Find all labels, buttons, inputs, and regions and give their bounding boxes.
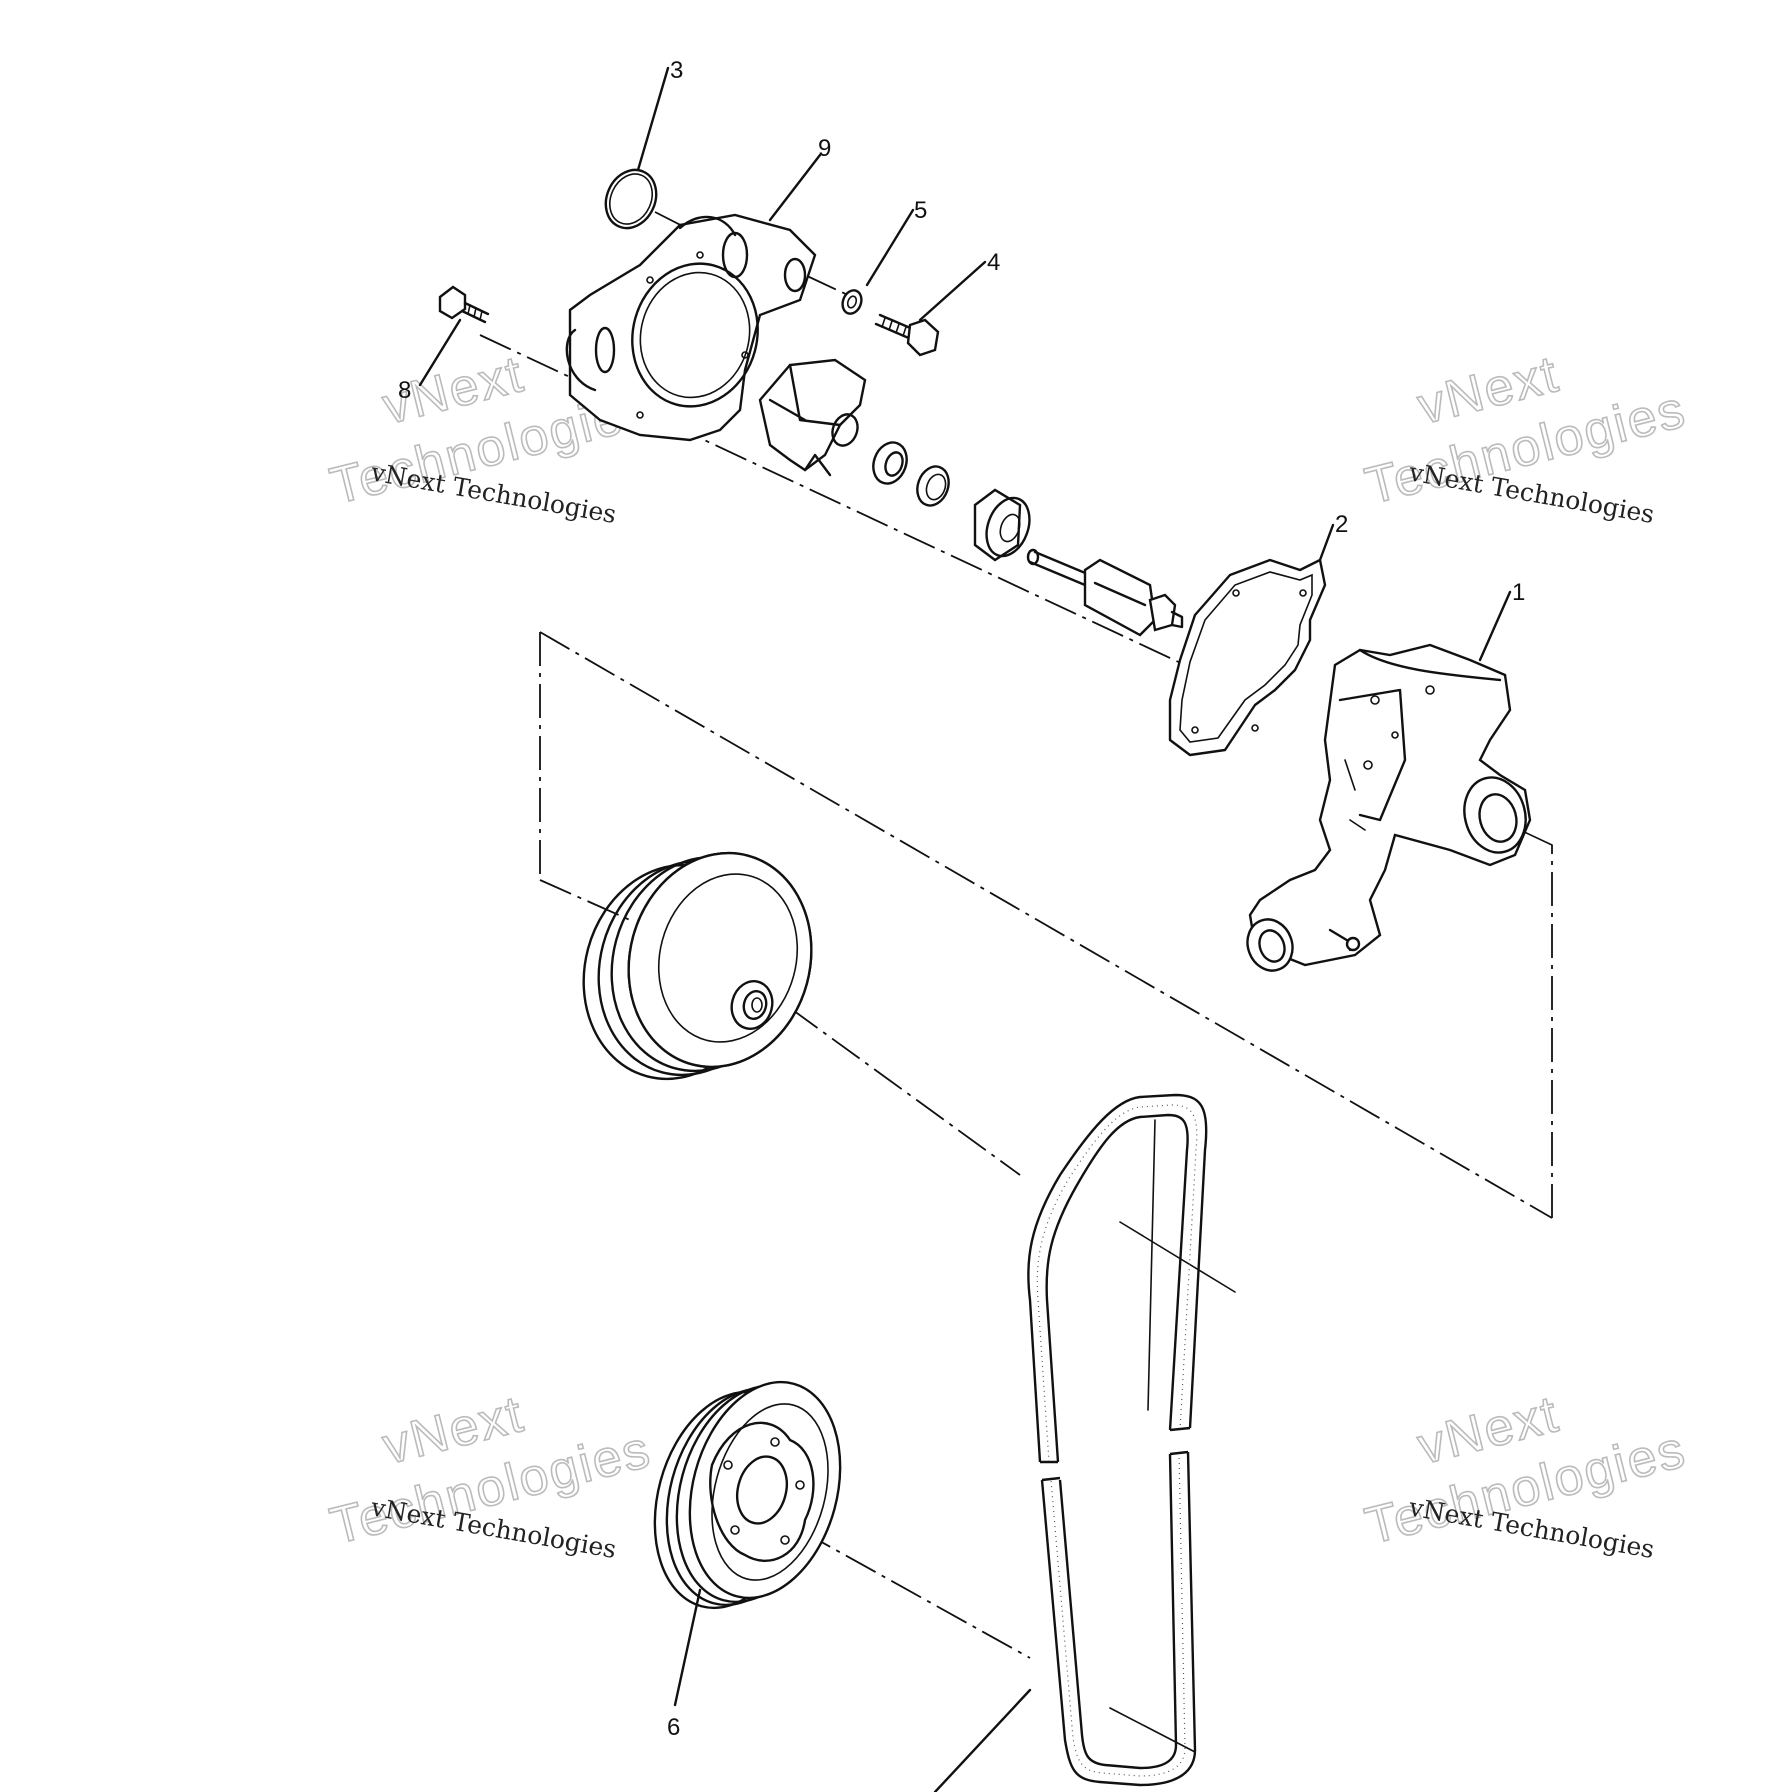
crank-pulley [653,1380,842,1610]
water-pump-pulley [582,851,813,1081]
mechanical-seal [973,488,1031,562]
callout-4: 4 [987,249,1000,276]
shaft-bearing [1026,548,1184,637]
v-belt [1027,1093,1208,1787]
o-ring [604,168,658,230]
pump-cover [565,213,817,442]
callout-1: 1 [1512,579,1525,606]
stud-bolt [438,285,490,324]
gasket [1168,558,1327,757]
callout-6: 6 [667,1714,680,1741]
seal-ring [872,441,908,485]
callout-5: 5 [914,197,927,224]
callout-8: 8 [398,377,411,404]
hex-bolt [874,313,940,357]
pump-body [1246,643,1532,972]
washer [841,289,863,315]
snap-ring [916,465,950,507]
leader-lines [418,66,1512,1792]
callout-9: 9 [818,135,831,162]
impeller [758,358,867,477]
callout-3: 3 [670,57,683,84]
callout-2: 2 [1335,511,1348,538]
